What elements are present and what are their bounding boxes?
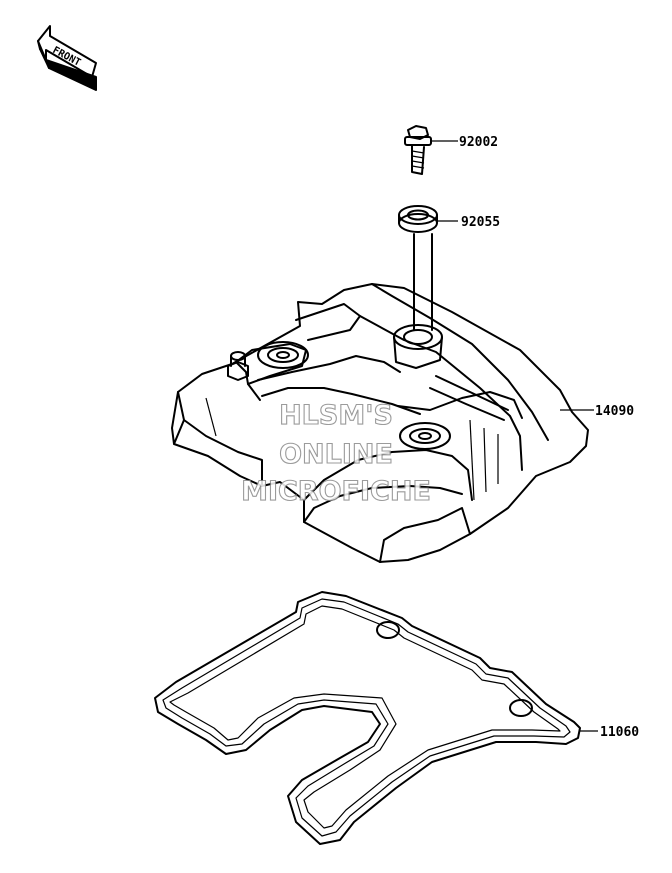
front-arrow-icon: FRONT — [37, 25, 97, 91]
part-number-14090: 14090 — [595, 404, 634, 419]
watermark: HLSM'S ONLINE MICROFICHE — [241, 399, 432, 507]
watermark-line-2: ONLINE — [279, 439, 393, 470]
watermark-line-3: MICROFICHE — [241, 476, 431, 507]
part-number-11060: 11060 — [600, 725, 639, 740]
part-number-92002: 92002 — [459, 135, 498, 150]
cylinder-head-cover-part — [171, 283, 594, 563]
gasket-part — [154, 591, 598, 845]
part-number-92055: 92055 — [461, 215, 500, 230]
bolt-part — [404, 125, 458, 175]
watermark-line-1: HLSM'S — [279, 400, 393, 431]
washer-part — [398, 205, 458, 331]
